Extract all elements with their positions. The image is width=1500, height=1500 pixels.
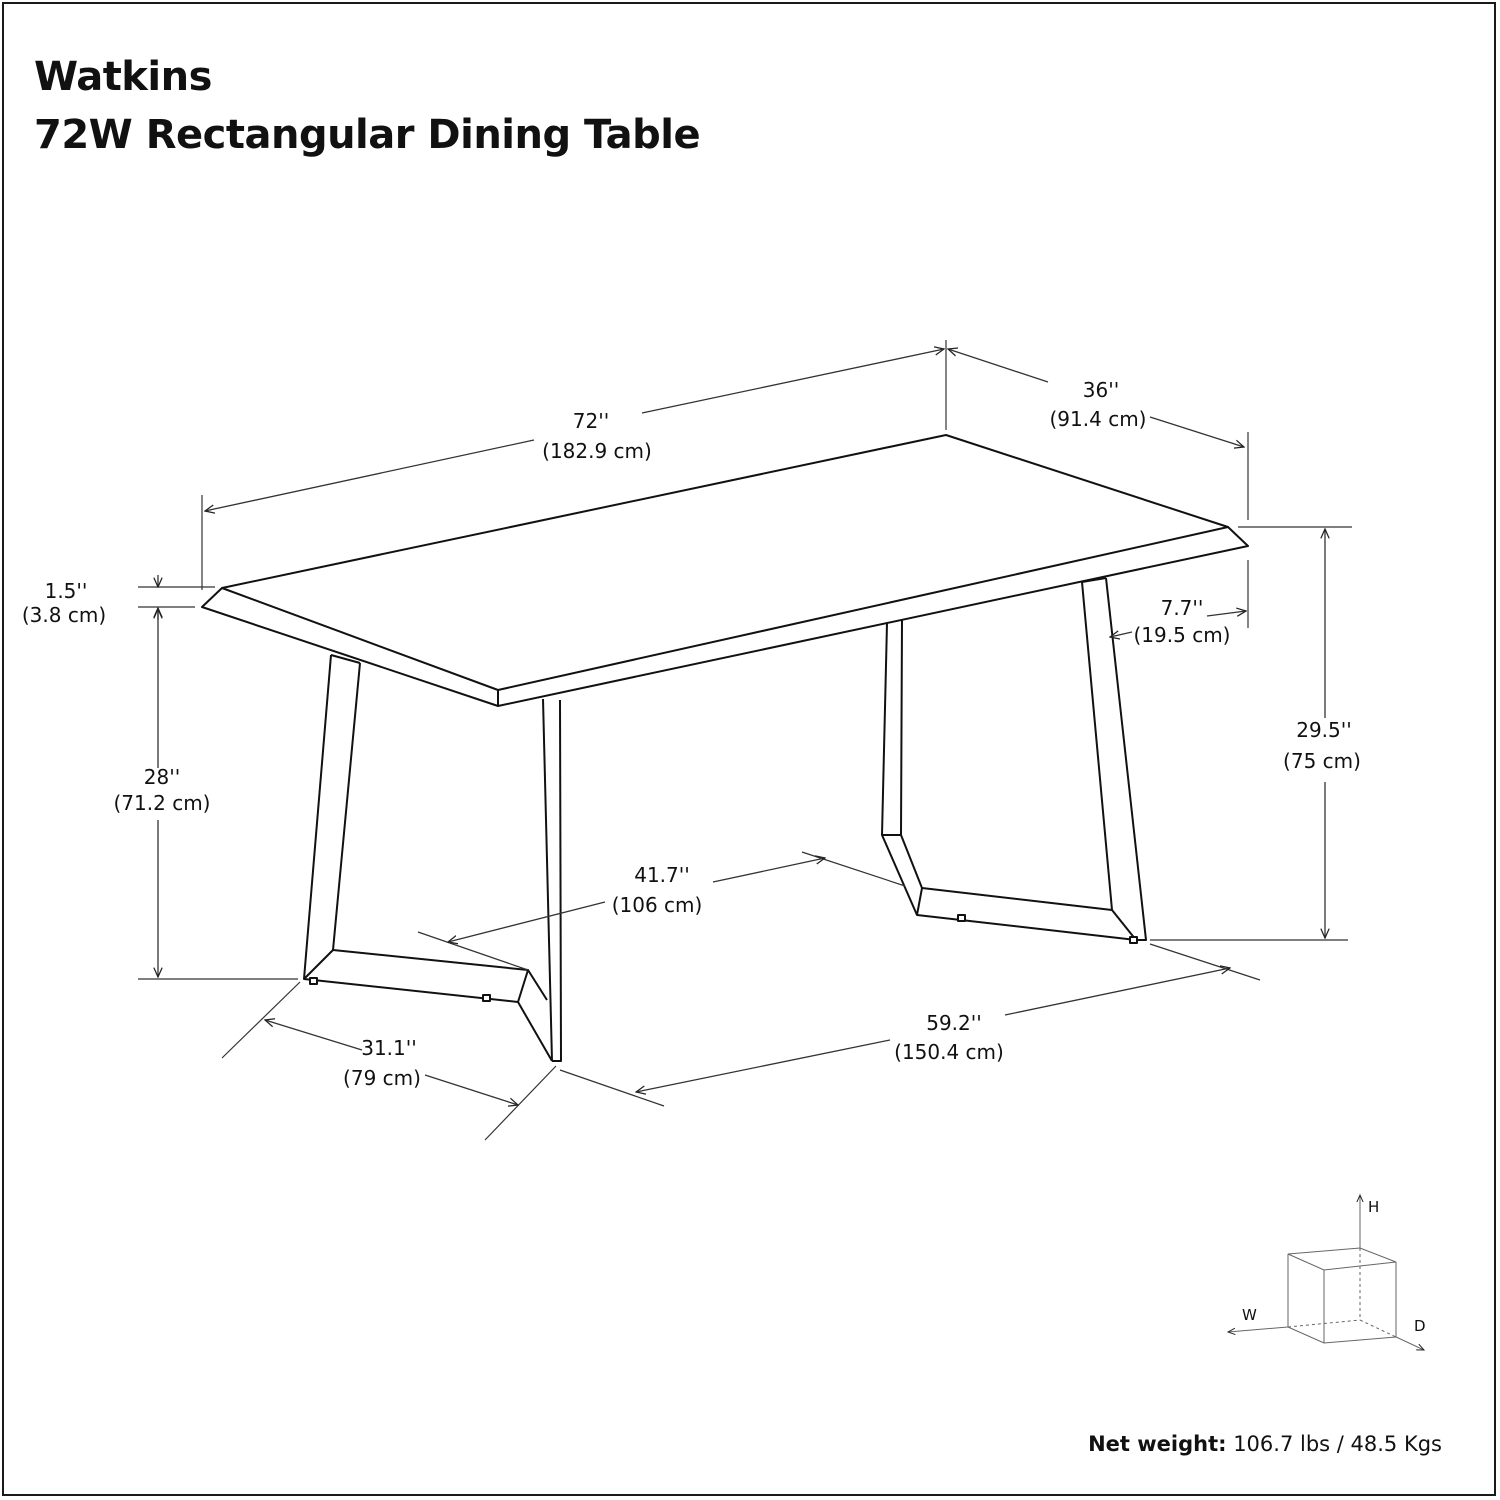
- thickness-inches-label: 1.5'': [45, 579, 88, 603]
- leg-depth-inches-label: 41.7'': [634, 863, 690, 887]
- base-width-cm-label: (150.4 cm): [894, 1040, 1004, 1064]
- base-depth-cm-label: (79 cm): [343, 1066, 421, 1090]
- net-weight: Net weight: 106.7 lbs / 48.5 Kgs: [1088, 1432, 1442, 1456]
- dimension-labels: 72'' (182.9 cm) 36'' (91.4 cm) 1.5'' (3.…: [22, 378, 1361, 1090]
- axis-label-width: W: [1242, 1306, 1257, 1324]
- total-height-inches-label: 29.5'': [1296, 718, 1352, 742]
- width-axis-arrow: [1228, 1326, 1289, 1332]
- width-inches-label: 72'': [573, 409, 609, 433]
- inset-cm-label: (19.5 cm): [1134, 623, 1231, 647]
- base-width-inches-label: 59.2'': [926, 1011, 982, 1035]
- left-leg-frame: [303, 654, 562, 1062]
- width-cm-label: (182.9 cm): [542, 439, 652, 463]
- net-weight-label: Net weight:: [1088, 1432, 1227, 1456]
- leg-depth-cm-label: (106 cm): [612, 893, 703, 917]
- clearance-height-cm-label: (71.2 cm): [114, 791, 211, 815]
- dimension-lines: [158, 349, 1325, 1105]
- inset-inches-label: 7.7'': [1161, 596, 1204, 620]
- right-leg-frame: [881, 577, 1147, 944]
- depth-cm-label: (91.4 cm): [1050, 407, 1147, 431]
- product-name: Watkins: [34, 54, 212, 100]
- net-weight-value: 106.7 lbs / 48.5 Kgs: [1226, 1432, 1442, 1456]
- base-depth-inches-label: 31.1'': [361, 1036, 417, 1060]
- total-height-cm-label: (75 cm): [1283, 749, 1361, 773]
- axis-label-depth: D: [1414, 1317, 1426, 1335]
- table-top: [201, 434, 1249, 707]
- axis-cube: [1228, 1195, 1424, 1350]
- product-title: 72W Rectangular Dining Table: [34, 112, 701, 158]
- extension-lines: [138, 340, 1352, 1141]
- thickness-cm-label: (3.8 cm): [22, 603, 106, 627]
- axis-label-height: H: [1368, 1198, 1379, 1216]
- clearance-height-inches-label: 28'': [144, 765, 180, 789]
- depth-axis-arrow: [1395, 1336, 1424, 1350]
- depth-inches-label: 36'': [1083, 378, 1119, 402]
